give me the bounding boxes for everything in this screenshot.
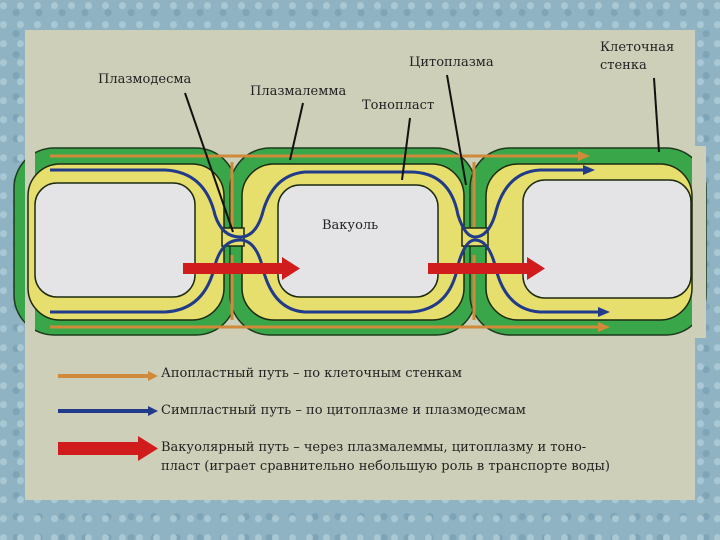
label-vacuole: Вакуоль <box>322 218 379 233</box>
label-plasmalemma: Плазмалемма <box>250 84 347 99</box>
legend-apoplast: Апопластный путь – по клеточным стенкам <box>161 366 463 381</box>
leader-lines <box>184 74 660 233</box>
legend-symplast: Симпластный путь – по цитоплазме и плазм… <box>161 403 526 418</box>
legend-arrows <box>58 371 158 461</box>
label-cell-wall-line1: Клеточная <box>600 40 675 55</box>
legend-vacuolar-line1: Вакуолярный путь – через плазмалеммы, ци… <box>161 440 587 455</box>
blue-symplast-paths <box>50 168 600 314</box>
legend-vacuolar-line2: пласт (играет сравнительно небольшую рол… <box>161 459 610 474</box>
label-cytoplasm: Цитоплазма <box>409 55 494 70</box>
vacuoles <box>34 179 692 299</box>
label-plasmodesma: Плазмодесма <box>98 72 192 87</box>
label-cell-wall-line2: стенка <box>600 58 647 73</box>
red-vacuolar-arrows <box>183 257 545 280</box>
label-tonoplast: Тонопласт <box>362 98 435 113</box>
